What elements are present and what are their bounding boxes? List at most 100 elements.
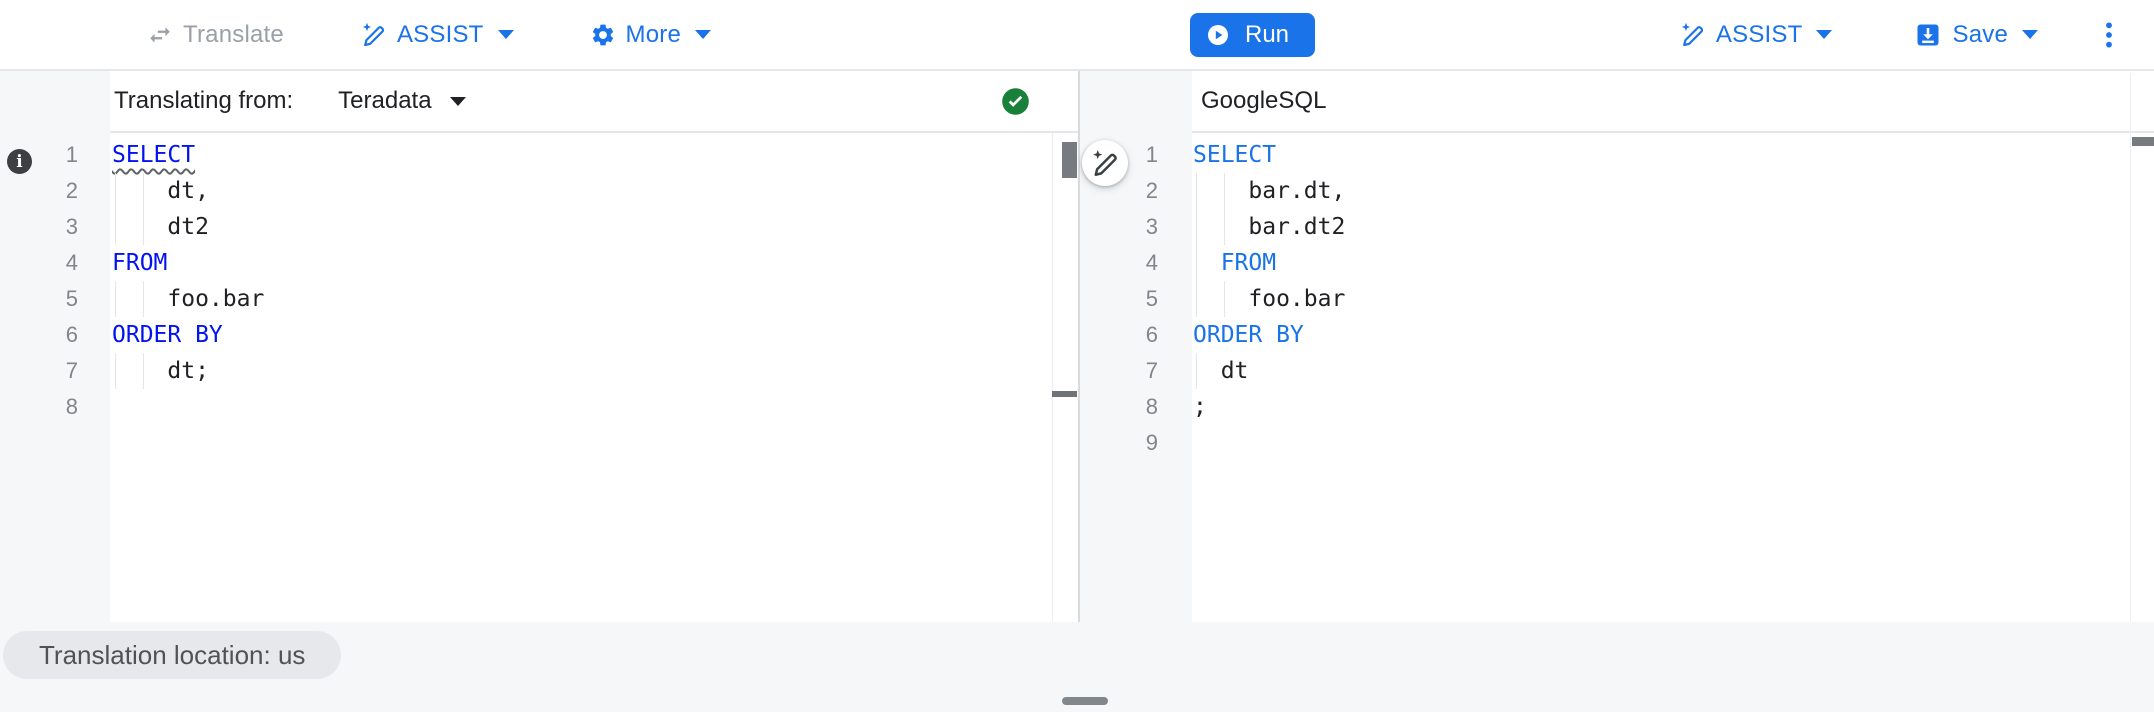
- left-scrollbar-track[interactable]: [1052, 133, 1078, 622]
- line-number: 8: [65, 394, 78, 419]
- code-token: ;: [1193, 394, 1207, 420]
- footer: Translation location: us: [0, 622, 2154, 712]
- line-number: 2: [1145, 178, 1158, 203]
- assist-right-label: ASSIST: [1715, 20, 1803, 48]
- assist-menu-button-right[interactable]: ASSIST: [1679, 21, 1833, 49]
- code-line: bar.dt2: [1193, 209, 2130, 245]
- code-line: [112, 389, 1052, 425]
- code-line: foo.bar: [112, 281, 1052, 317]
- assist-menu-button[interactable]: ASSIST: [360, 21, 514, 49]
- code-line: ;: [1193, 389, 2130, 425]
- indent-guide: [1196, 245, 1197, 281]
- line-number: 6: [1145, 322, 1158, 347]
- line-number: 8: [1145, 394, 1158, 419]
- line-number: 7: [1145, 358, 1158, 383]
- code-line: FROM: [1193, 245, 2130, 281]
- line-number: 4: [65, 250, 78, 275]
- code-token: SELECT: [1193, 142, 1277, 168]
- sparkle-pencil-icon: [1679, 21, 1706, 48]
- indent-guide: [1224, 281, 1226, 317]
- translate-label: Translate: [183, 20, 284, 48]
- line-number: 7: [65, 358, 78, 383]
- code-line: [1193, 425, 2130, 461]
- right-scrollbar-track[interactable]: [2130, 73, 2131, 622]
- target-header-label: GoogleSQL: [1201, 87, 1327, 114]
- left-scrollbar-thumb[interactable]: [1062, 142, 1077, 178]
- assist-fab-button[interactable]: [1082, 140, 1128, 186]
- indent-guide: [143, 173, 145, 209]
- translation-location-label: Translation location: us: [39, 639, 306, 670]
- drag-handle[interactable]: [1062, 697, 1108, 705]
- code-token: bar.dt,: [1193, 178, 1346, 204]
- chevron-down-icon: [449, 96, 466, 106]
- info-icon[interactable]: i: [7, 149, 32, 174]
- indent-guide: [115, 353, 116, 389]
- line-number: 4: [1145, 250, 1158, 275]
- code-token: FROM: [1220, 250, 1277, 276]
- line-number: 5: [65, 286, 78, 311]
- save-icon: [1914, 21, 1942, 49]
- code-line: ORDER BY: [1193, 317, 2130, 353]
- swap-arrows-icon: [147, 22, 173, 48]
- code-line: FROM: [112, 245, 1052, 281]
- line-number: 3: [1145, 214, 1158, 239]
- play-circle-icon: [1206, 23, 1230, 47]
- source-dialect-value: Teradata: [338, 87, 432, 114]
- right-line-numbers: 1 2 3 4 5 6 7 8 9: [1080, 137, 1158, 461]
- code-line: dt2: [112, 209, 1052, 245]
- right-scrollbar-thumb[interactable]: [2132, 137, 2154, 146]
- code-token: dt: [1193, 358, 1249, 384]
- line-number: 9: [1145, 430, 1158, 455]
- kebab-icon: [2096, 20, 2122, 50]
- code-token: foo.bar: [1193, 286, 1346, 312]
- code-line: ORDER BY: [112, 317, 1052, 353]
- more-label: More: [625, 20, 681, 48]
- indent-guide: [1196, 353, 1197, 389]
- overflow-menu-button[interactable]: [2096, 20, 2122, 50]
- assist-label: ASSIST: [396, 20, 484, 48]
- chevron-down-icon: [1816, 30, 1833, 39]
- left-scrollbar-h-thumb[interactable]: [1052, 391, 1077, 397]
- indent-guide: [1224, 209, 1226, 245]
- sparkle-pencil-icon: [360, 21, 387, 48]
- code-line: bar.dt,: [1193, 173, 2130, 209]
- indent-guide: [143, 353, 145, 389]
- indent-guide: [143, 281, 145, 317]
- indent-guide: [115, 173, 116, 209]
- line-number: 1: [65, 142, 78, 167]
- code-line: SELECT: [1193, 137, 2130, 173]
- code-token: FROM: [112, 250, 168, 276]
- indent-guide: [1196, 173, 1197, 209]
- source-dialect-select[interactable]: Teradata: [338, 87, 466, 115]
- code-token: ORDER BY: [112, 322, 223, 348]
- line-number: 1: [1145, 142, 1158, 167]
- panel-divider[interactable]: [1078, 71, 1080, 622]
- code-token: dt;: [112, 358, 209, 384]
- chevron-down-icon: [497, 30, 514, 39]
- code-line: dt: [1193, 353, 2130, 389]
- run-button[interactable]: Run: [1190, 12, 1316, 57]
- code-token: ORDER BY: [1193, 322, 1304, 348]
- source-header-label: Translating from:: [114, 87, 294, 114]
- line-number: 2: [65, 178, 78, 203]
- indent-guide: [1224, 173, 1226, 209]
- code-line: dt;: [112, 353, 1052, 389]
- indent-guide: [143, 209, 145, 245]
- translate-button[interactable]: Translate: [147, 21, 284, 49]
- indent-guide: [1196, 281, 1197, 317]
- code-token: dt2: [112, 214, 209, 240]
- indent-guide: [1196, 209, 1197, 245]
- more-menu-button[interactable]: More: [590, 21, 711, 49]
- target-header: GoogleSQL: [1192, 71, 2154, 133]
- source-header: Translating from: Teradata: [110, 71, 1078, 133]
- code-token: SELECT: [112, 142, 196, 168]
- sparkle-pencil-icon: [1090, 148, 1120, 178]
- line-number: 5: [1145, 286, 1158, 311]
- indent-guide: [115, 281, 116, 317]
- top-toolbar: Translate ASSIST More: [0, 0, 2154, 71]
- save-menu-button[interactable]: Save: [1914, 21, 2038, 49]
